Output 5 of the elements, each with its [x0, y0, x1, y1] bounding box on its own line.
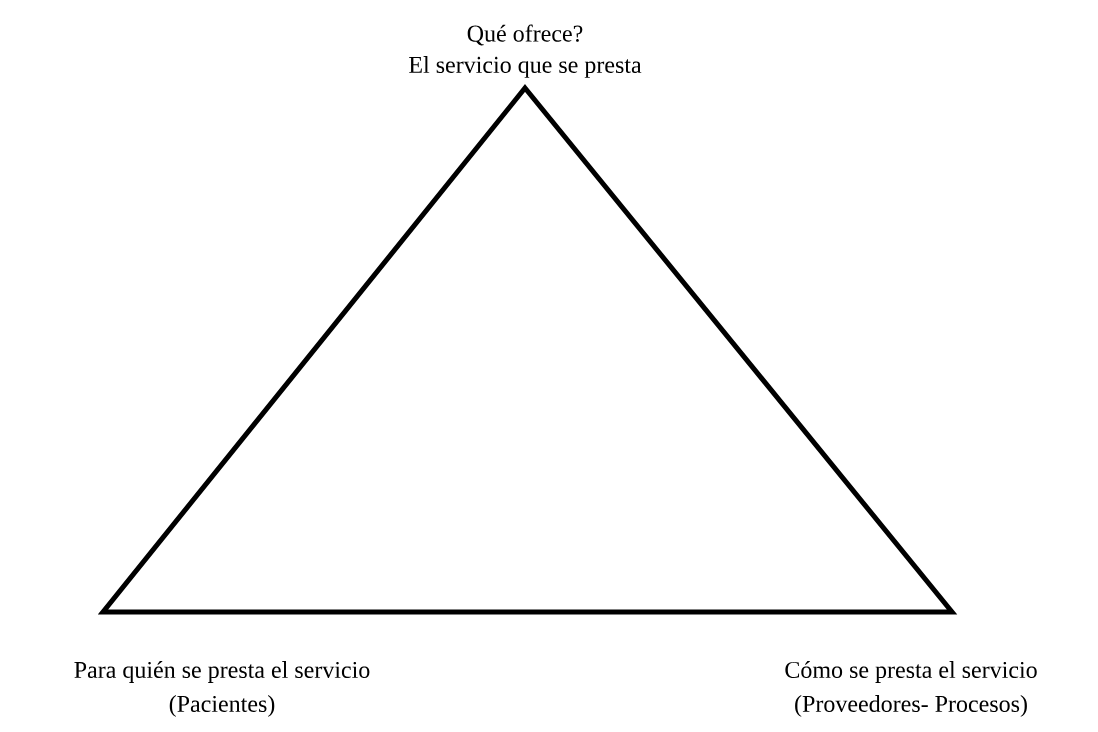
corner-label: Cómo se presta el servicio	[785, 661, 1037, 683]
corner-label: (Pacientes)	[169, 695, 275, 717]
corner-label: Para quién se presta el servicio	[74, 661, 370, 683]
corner-label: (Proveedores- Procesos)	[795, 695, 1027, 717]
corner-label: Qué ofrece?	[467, 24, 583, 46]
